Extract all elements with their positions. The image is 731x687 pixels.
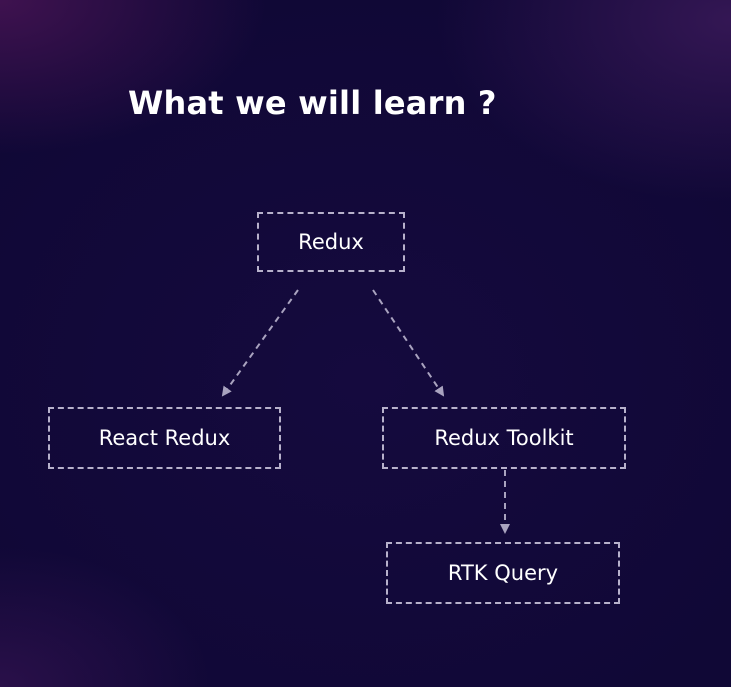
node-redux-label: Redux <box>298 230 364 254</box>
node-redux-toolkit-label: Redux Toolkit <box>434 426 574 450</box>
node-rtk-query-label: RTK Query <box>447 561 559 585</box>
node-react-redux-label: React Redux <box>98 426 231 450</box>
arrow-redux-to-redux-toolkit <box>372 289 445 397</box>
node-react-redux: React Redux <box>48 407 281 469</box>
node-redux: Redux <box>257 212 405 272</box>
slide-title: What we will learn ? <box>128 84 497 122</box>
node-rtk-query: RTK Query <box>386 542 620 604</box>
arrow-redux-to-react-redux <box>221 289 299 397</box>
node-redux-toolkit: Redux Toolkit <box>382 407 626 469</box>
